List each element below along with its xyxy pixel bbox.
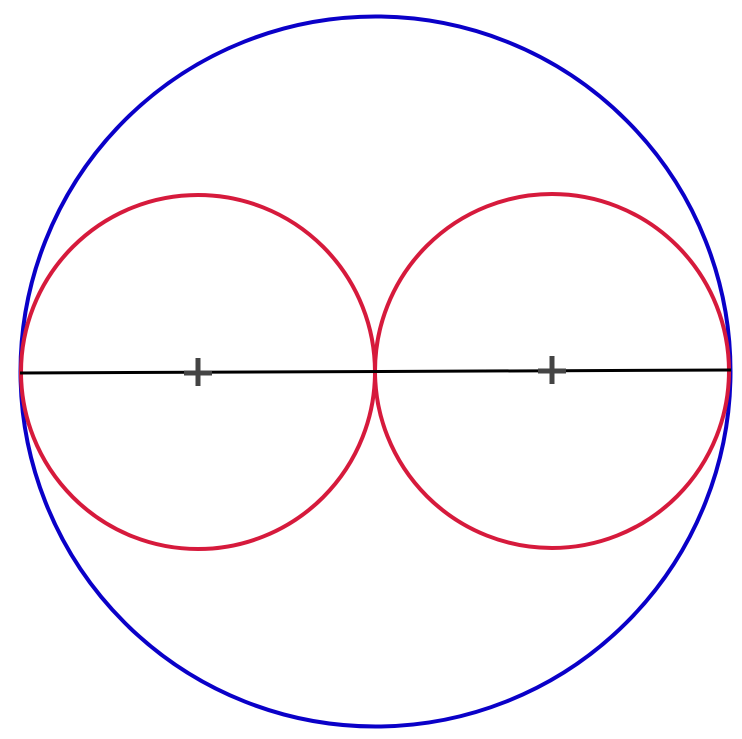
center-mark-right-icon	[538, 356, 566, 384]
center-mark-left-icon	[184, 358, 212, 386]
diameter-line	[19, 368, 732, 375]
